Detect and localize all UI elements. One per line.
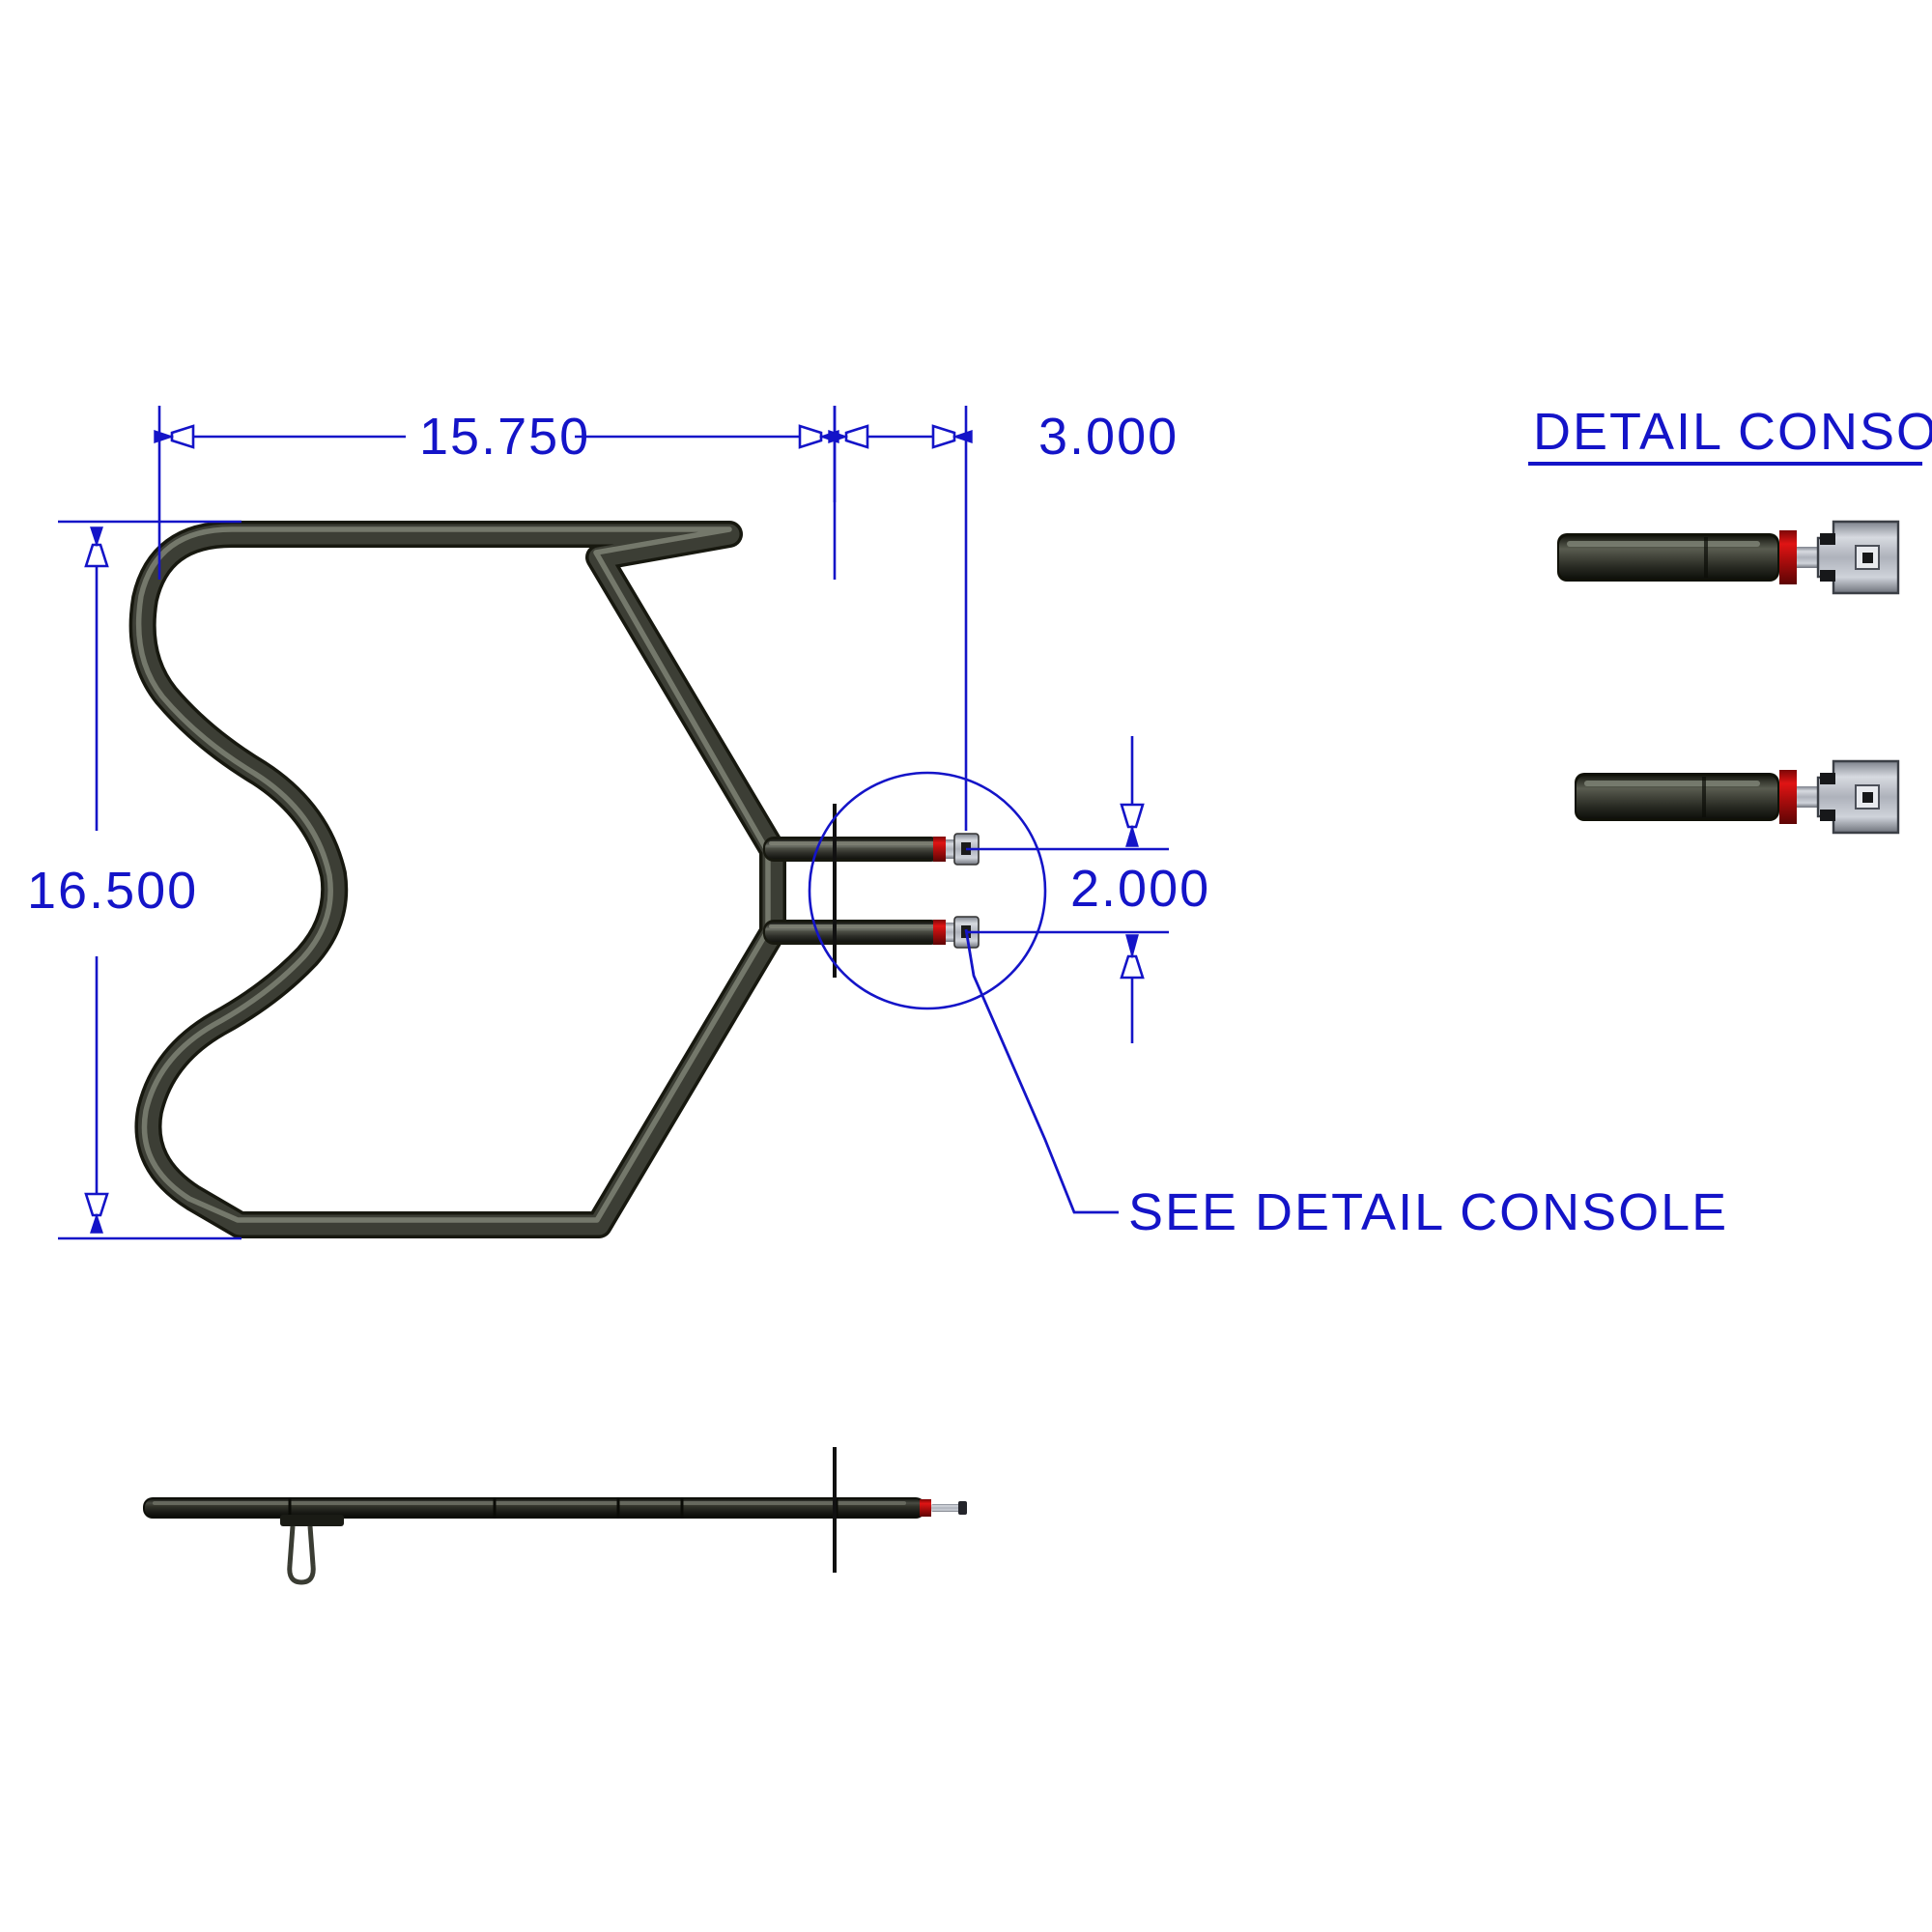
dimension-value-terminal-spacing: 2.000	[1070, 860, 1210, 918]
console-connector-upper	[1557, 520, 1900, 595]
connector-lower-slot-top	[1820, 773, 1835, 784]
connector-upper-highlight	[1567, 541, 1760, 547]
heating-element-tube	[128, 521, 786, 1238]
side-view-terminal-pin	[931, 1504, 960, 1512]
detail-console-title: DETAIL CONSOLE	[1533, 403, 1932, 461]
arrowhead-ext-right	[931, 424, 973, 449]
dimension-terminal-spacing: 2.000	[966, 736, 1210, 1043]
arrowhead-spacing-upper	[1120, 803, 1145, 847]
terminal-band-lower	[933, 920, 946, 945]
tube-path-outer	[128, 521, 786, 1238]
arrowhead-height-bottom	[84, 1192, 109, 1234]
detail-console-view: DETAIL CONSOLE	[1528, 403, 1932, 835]
arrowhead-spacing-lower	[1120, 934, 1145, 980]
dimension-value-overall-width: 15.750	[419, 408, 590, 466]
side-view-bar-highlight	[153, 1501, 906, 1505]
connector-upper-face-hole	[1862, 553, 1873, 563]
terminal-leg-lower-highlight	[769, 924, 935, 928]
note-label-see-detail-console: SEE DETAIL CONSOLE	[1128, 1183, 1728, 1241]
terminal-leg-upper	[763, 833, 980, 866]
detail-callout-circle	[808, 771, 1047, 1010]
connector-upper-seam	[1704, 537, 1708, 578]
bracket-plate	[280, 1515, 344, 1526]
connector-lower-red-band	[1779, 770, 1797, 824]
side-view-mounting-bracket	[280, 1515, 344, 1585]
dimension-terminal-extension: 3.000	[828, 406, 1179, 831]
terminal-pin-upper	[946, 839, 955, 859]
bracket-hook	[287, 1525, 316, 1585]
arrowhead-width-left	[154, 424, 195, 449]
connector-lower-face-hole	[1862, 792, 1873, 803]
terminal-pin-lower	[946, 923, 955, 942]
side-view	[143, 1447, 967, 1585]
tube-path-highlight	[135, 526, 771, 1223]
console-connector-lower	[1575, 759, 1900, 835]
terminal-leg-lower	[763, 916, 980, 949]
connector-lower-highlight	[1584, 781, 1760, 786]
side-view-red-band	[920, 1499, 931, 1517]
arrowhead-height-top	[84, 526, 109, 568]
dimension-value-overall-height: 16.500	[27, 862, 198, 920]
note-leader-line	[964, 928, 1119, 1214]
connector-upper-slot-bottom	[1820, 570, 1835, 582]
arrowhead-ext-left	[828, 424, 869, 449]
connector-lower-slot-bottom	[1820, 810, 1835, 821]
terminal-band-upper	[933, 837, 946, 862]
dimension-overall-height: 16.500	[27, 520, 242, 1240]
connector-upper-red-band	[1779, 530, 1797, 584]
plan-view	[128, 521, 1047, 1238]
connector-lower-seam	[1702, 777, 1706, 817]
dimension-overall-width: 15.750	[154, 406, 839, 580]
note-see-detail-console: SEE DETAIL CONSOLE	[964, 928, 1728, 1241]
side-view-terminal-tip	[958, 1501, 967, 1515]
terminal-leg-upper-highlight	[769, 841, 935, 845]
tube-path-body	[132, 524, 783, 1236]
dimension-value-terminal-extension: 3.000	[1038, 408, 1179, 466]
connector-upper-slot-top	[1820, 533, 1835, 545]
